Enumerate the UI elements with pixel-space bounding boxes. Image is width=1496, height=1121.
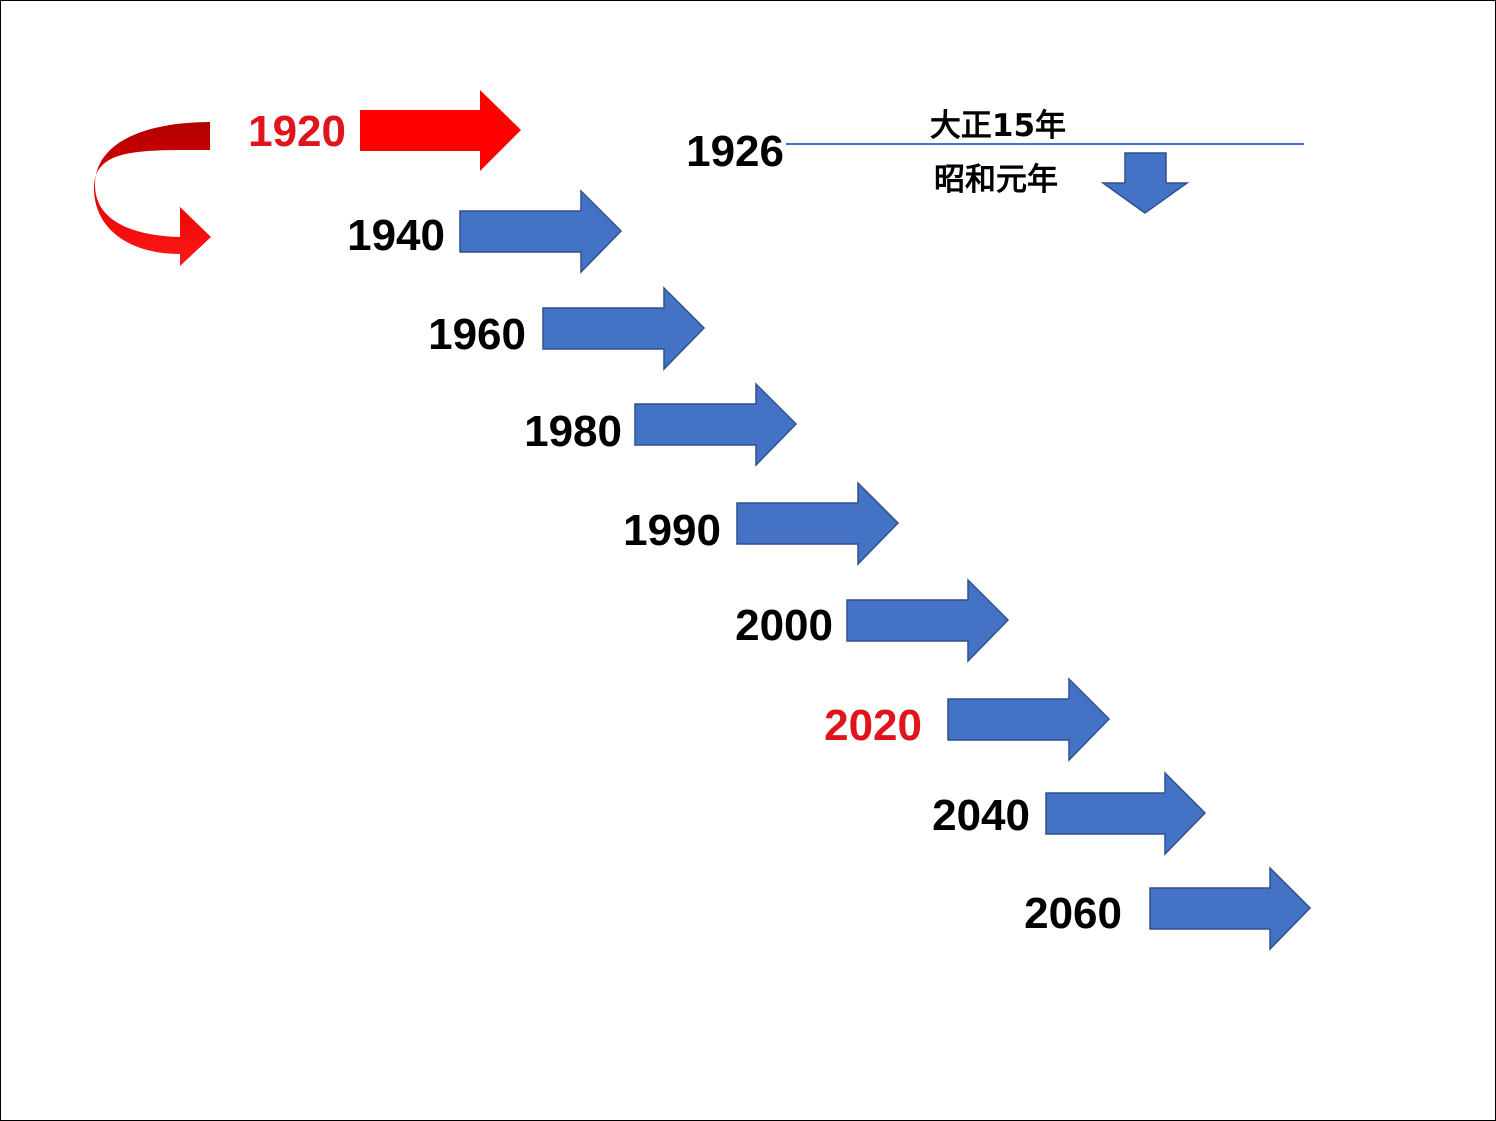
arrow-2000 [846, 578, 1010, 663]
era-after-label: 昭和元年 [934, 162, 1058, 198]
arrow-2020 [947, 677, 1111, 762]
year-label-1960: 1960 [428, 310, 526, 359]
arrow-1980 [634, 382, 798, 467]
curved-return-arrow-icon [94, 122, 211, 266]
year-label-1990: 1990 [623, 506, 721, 555]
arrow-1940 [459, 189, 623, 274]
year-label-2060: 2060 [1024, 889, 1122, 938]
year-label-1980: 1980 [524, 407, 622, 456]
year-label-2000: 2000 [735, 601, 833, 650]
year-label-1920: 1920 [248, 107, 346, 156]
arrow-2060 [1149, 866, 1312, 951]
arrow-2040 [1045, 771, 1207, 856]
era-before-label: 大正15年 [930, 108, 1066, 144]
era-change-year: 1926 [686, 127, 784, 176]
year-label-2020: 2020 [824, 701, 922, 750]
arrow-1920 [360, 90, 521, 171]
year-label-1940: 1940 [347, 211, 445, 260]
down-arrow-icon [1100, 152, 1190, 214]
year-label-2040: 2040 [932, 791, 1030, 840]
arrow-1960 [542, 286, 706, 371]
arrow-1990 [736, 481, 900, 566]
